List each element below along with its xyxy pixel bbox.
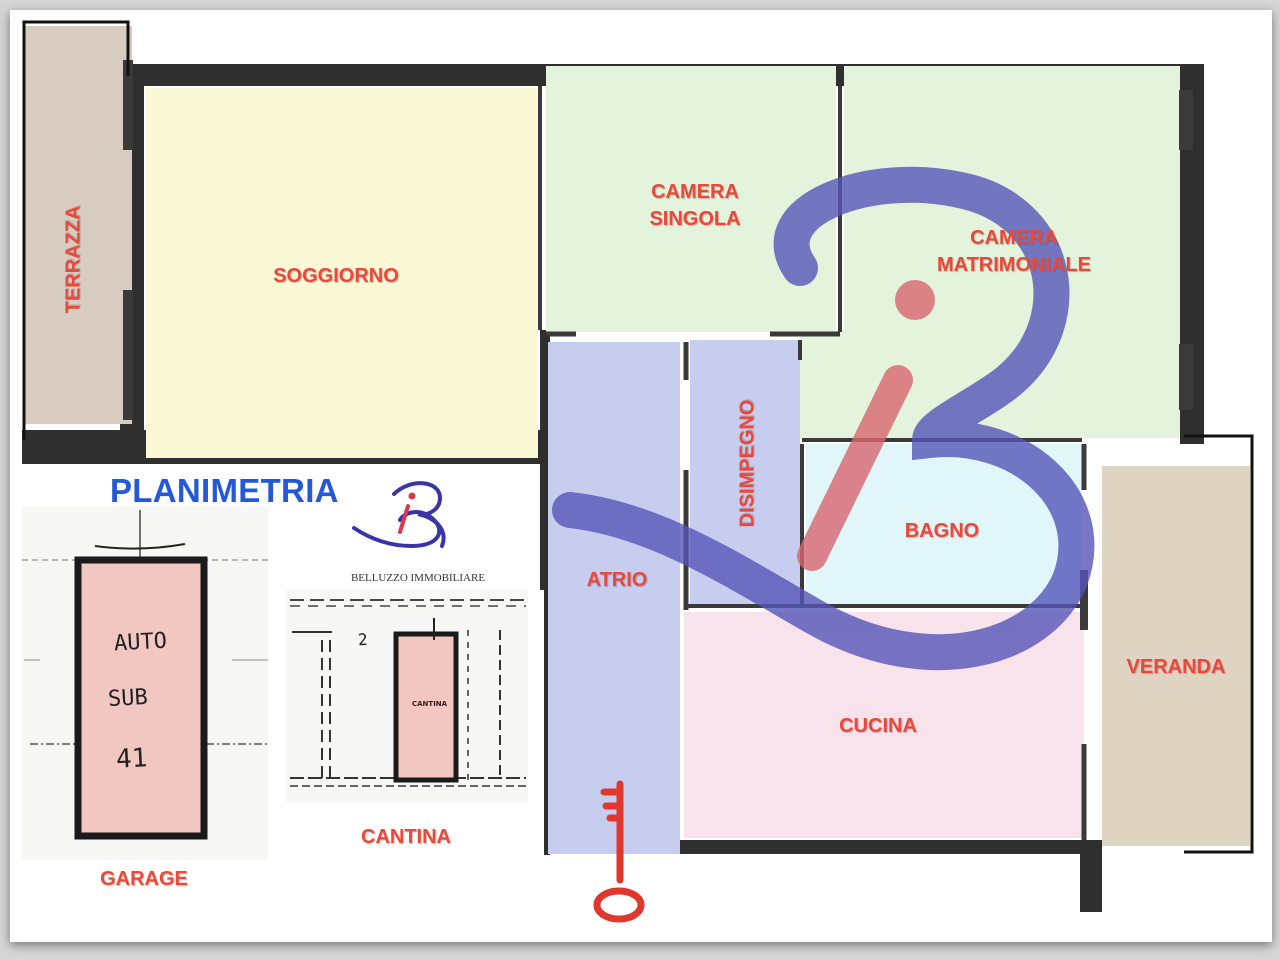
room-camera-singola (546, 66, 836, 332)
floor-plan-card: TERRAZZA SOGGIORNO CAMERA SINGOLA CAMERA… (10, 10, 1272, 942)
label-soggiorno: SOGGIORNO (273, 265, 399, 287)
label-camera-singola-line2: SINGOLA (649, 208, 741, 230)
label-camera-matrimoniale: CAMERA MATRIMONIALE (924, 225, 1104, 279)
garage-sketch (22, 506, 268, 860)
label-atrio: ATRIO (586, 569, 648, 591)
terrazza-frame (22, 20, 130, 440)
wall-atrio-left (540, 330, 550, 855)
label-veranda: VERANDA (1126, 656, 1226, 678)
cantina-sketch (286, 590, 528, 802)
watermark-i-dot (895, 280, 935, 320)
label-bagno: BAGNO (904, 520, 980, 542)
garage-text-number: 41 (115, 743, 149, 775)
cantina-inner-label: CANTINA (412, 700, 448, 708)
label-camera-matrimoniale-line2: MATRIMONIALE (936, 254, 1092, 276)
label-camera-singola-line1: CAMERA (651, 181, 739, 203)
room-camera-matrimoniale-ext (800, 330, 844, 438)
cantina-note-mark: 2 (357, 629, 369, 650)
garage-box (74, 556, 208, 840)
wall-stub-bottom (1080, 840, 1102, 912)
floor-plan-drawing (22, 20, 1254, 923)
label-cucina: CUCINA (839, 715, 917, 737)
label-camera-matrimoniale-line1: CAMERA (970, 227, 1058, 249)
cantina-box (393, 631, 459, 783)
watermark-b-stroke (552, 166, 1095, 671)
key-icon (593, 780, 645, 923)
label-camera-singola: CAMERA SINGOLA (620, 179, 770, 233)
label-terrazza: TERRAZZA (62, 205, 85, 314)
watermark-logo (552, 166, 1095, 671)
room-atrio (548, 342, 680, 854)
room-soggiorno (146, 88, 538, 458)
garage-text-auto: AUTO (113, 628, 168, 657)
room-veranda (1102, 466, 1250, 846)
label-cantina: CANTINA (361, 826, 451, 848)
page-title: PLANIMETRIA (110, 472, 339, 509)
veranda-frame (1184, 434, 1254, 854)
label-disimpegno: DISIMPEGNO (736, 399, 759, 528)
brand-name: BELLUZZO IMMOBILIARE (350, 572, 486, 584)
label-garage: GARAGE (100, 868, 188, 890)
room-terrazza (24, 26, 132, 424)
brand-logo (352, 481, 446, 549)
watermark-i-stem (797, 365, 913, 571)
garage-text-sub: SUB (107, 684, 149, 713)
